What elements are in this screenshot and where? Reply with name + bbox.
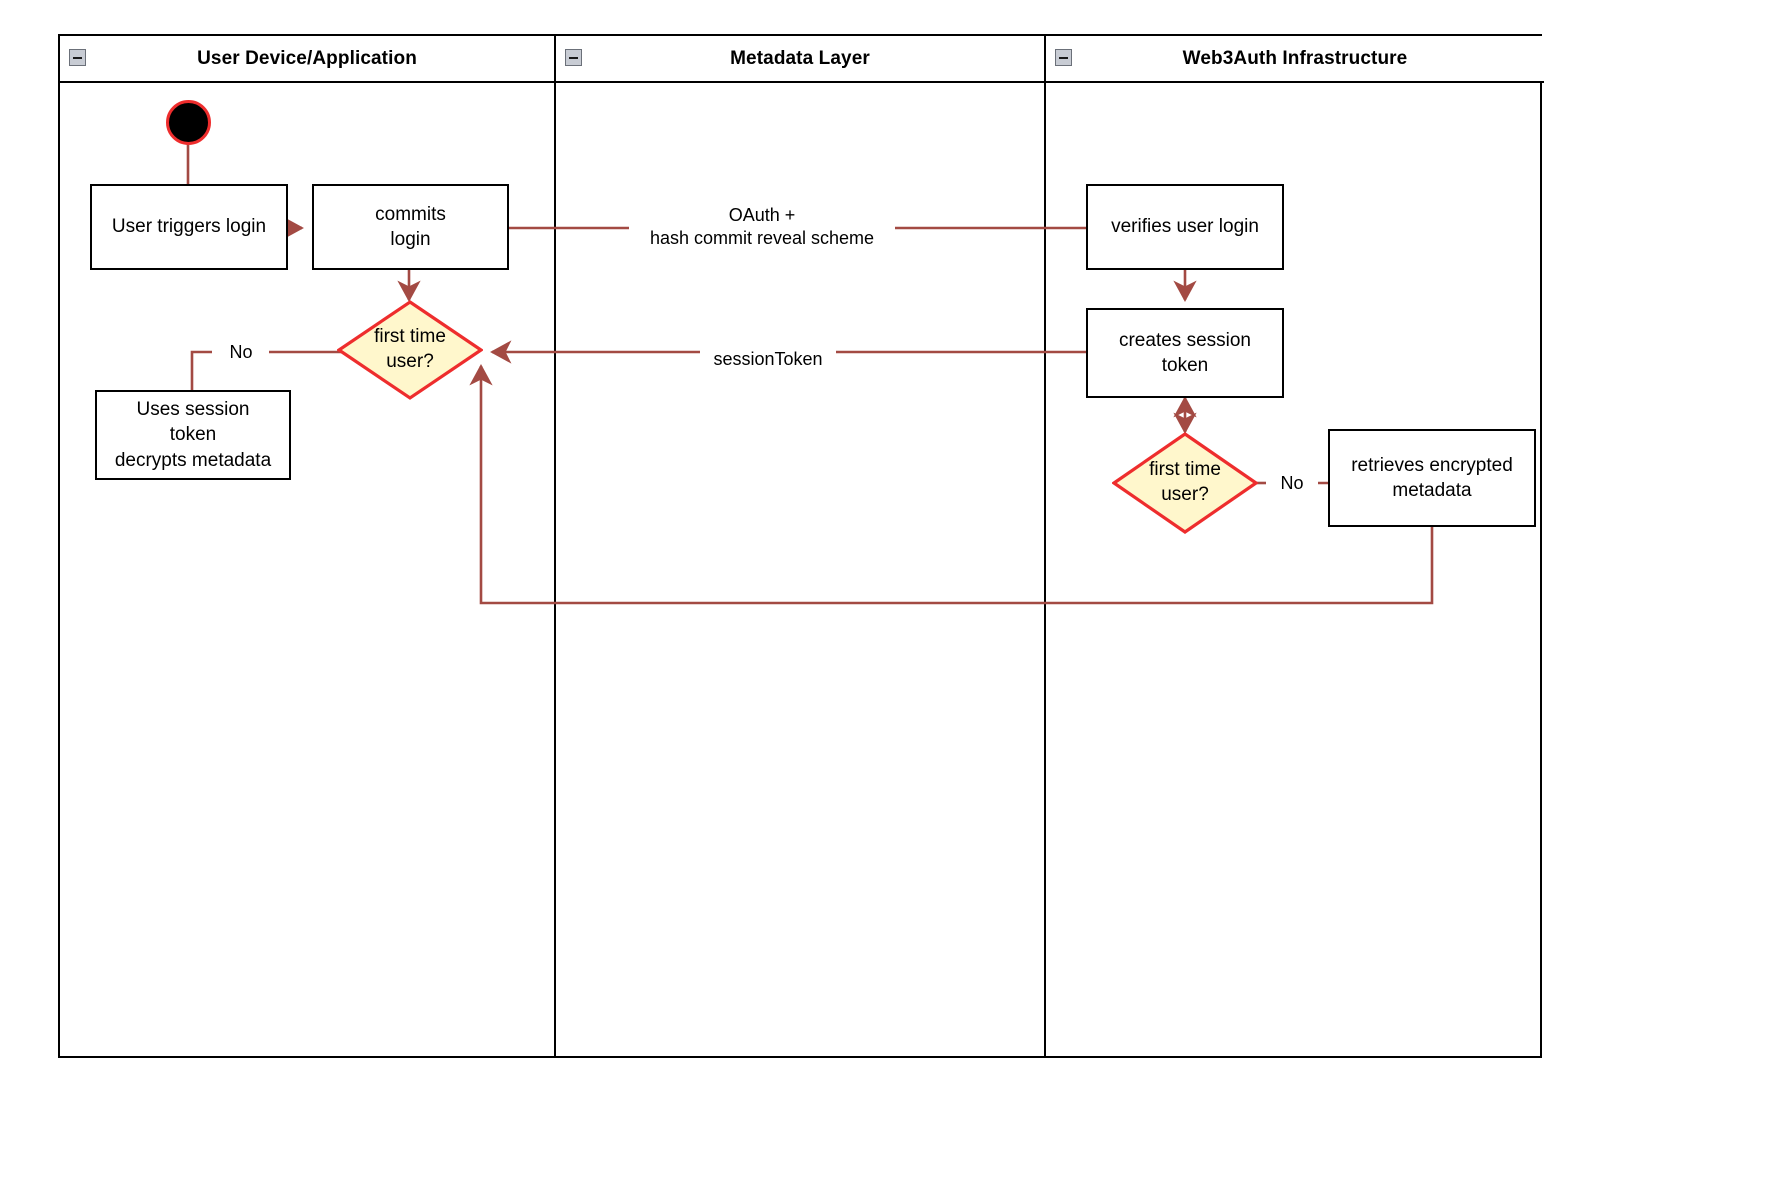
activity-label: retrieves encrypted metadata — [1351, 454, 1513, 501]
edge-label-no-server: No — [1266, 472, 1318, 496]
activity-label: creates session token — [1118, 329, 1251, 376]
activity-verifies-user-login[interactable]: verifies user login — [1086, 184, 1284, 270]
activity-uses-session-token[interactable]: Uses session token decrypts metadata — [95, 390, 291, 480]
decision-first-time-user-client[interactable]: first time user? — [337, 300, 483, 400]
activity-label: verifies user login — [1111, 216, 1259, 238]
initial-node[interactable] — [166, 100, 211, 145]
lane-title-user-device: User Device/Application — [197, 47, 417, 69]
lane-web3auth[interactable]: Web3Auth Infrastructure — [1044, 36, 1544, 1056]
lane-header-web3auth: Web3Auth Infrastructure — [1046, 36, 1544, 83]
decision-first-time-user-server[interactable]: first time user? — [1112, 432, 1258, 534]
lane-header-user-device: User Device/Application — [60, 36, 554, 83]
activity-retrieves-encrypted-metadata[interactable]: retrieves encrypted metadata — [1328, 429, 1536, 527]
lane-title-metadata-layer: Metadata Layer — [730, 47, 870, 69]
activity-commits-login[interactable]: commits login — [312, 184, 509, 270]
edge-label-no-client: No — [213, 341, 269, 365]
lane-user-device[interactable]: User Device/Application — [60, 36, 554, 1056]
activity-label: User triggers login — [111, 216, 267, 238]
edge-label-oauth: OAuth + hash commit reveal scheme — [629, 204, 895, 251]
collapse-minus-icon[interactable] — [1055, 49, 1072, 66]
collapse-minus-icon[interactable] — [565, 49, 582, 66]
lane-title-web3auth: Web3Auth Infrastructure — [1182, 47, 1408, 69]
decision-diamond-shape — [1112, 432, 1258, 534]
activity-user-triggers-login[interactable]: User triggers login — [90, 184, 288, 270]
lane-header-metadata-layer: Metadata Layer — [556, 36, 1044, 83]
activity-label: Uses session token decrypts metadata — [114, 399, 272, 471]
activity-label: commits login — [375, 203, 446, 250]
activity-creates-session-token[interactable]: creates session token — [1086, 308, 1284, 398]
lane-metadata-layer[interactable]: Metadata Layer — [554, 36, 1044, 1056]
edge-label-session-token: sessionToken — [700, 348, 836, 372]
decision-diamond-shape — [337, 300, 483, 400]
collapse-minus-icon[interactable] — [69, 49, 86, 66]
